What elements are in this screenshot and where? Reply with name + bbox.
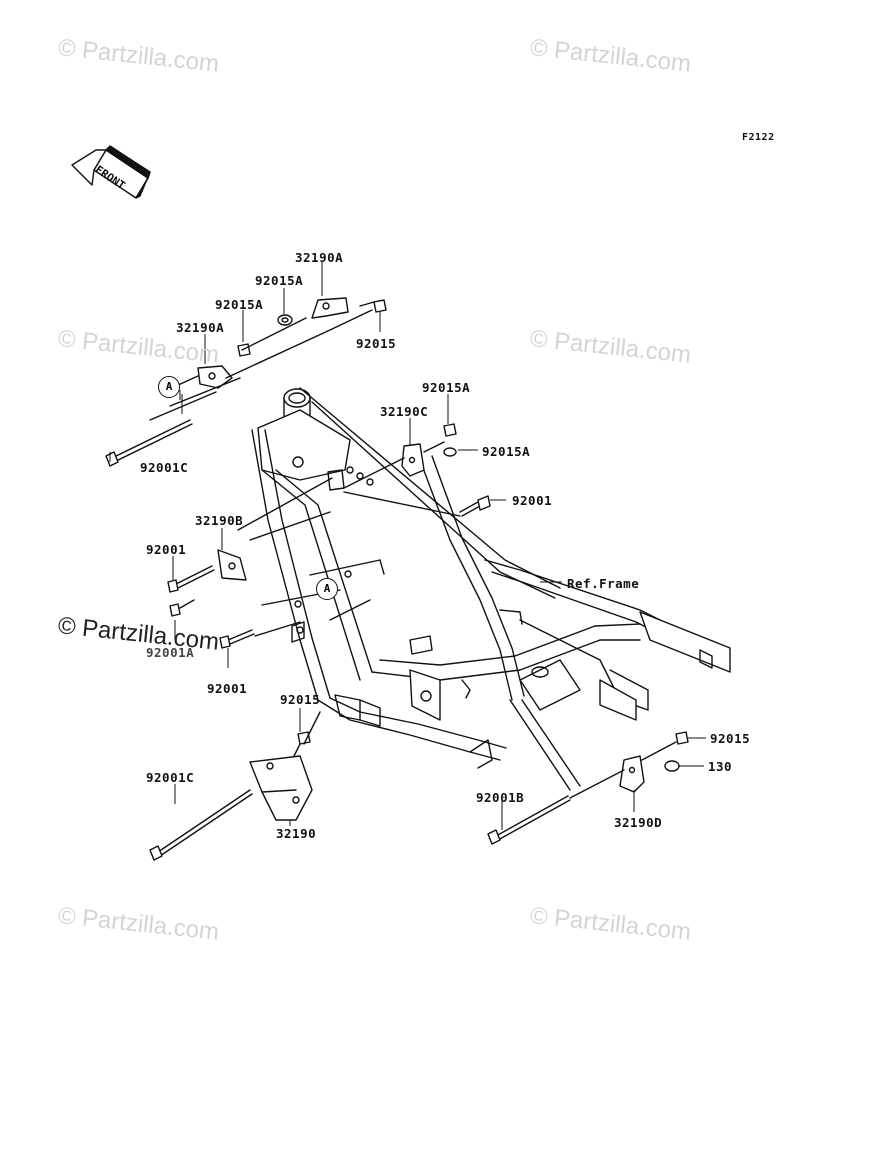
part-label: 92015A [255, 273, 304, 288]
part-label: Ref.Frame [567, 576, 640, 591]
part-label: 32190B [195, 513, 244, 528]
part-label: 92001A [146, 645, 195, 660]
part-label: 92001C [146, 770, 195, 785]
part-label: 92001 [512, 493, 553, 508]
callout-a: A [316, 578, 338, 600]
part-label: 32190C [380, 404, 429, 419]
part-label: 32190 [276, 826, 317, 841]
mid-bracket-assembly [237, 423, 491, 637]
diagram-code: F2122 [742, 132, 775, 143]
part-label: 92015 [356, 336, 397, 351]
part-label: 92015A [482, 444, 531, 459]
part-label: 92001 [146, 542, 187, 557]
top-mount-assembly [105, 297, 387, 467]
part-label: 32190D [614, 815, 663, 830]
callout-a: A [158, 376, 180, 398]
part-label: 92015A [215, 297, 264, 312]
part-label: 92001C [140, 460, 189, 475]
part-label: 92001 [207, 681, 248, 696]
lower-bracket-assembly [149, 711, 321, 861]
part-label: 32190A [295, 250, 344, 265]
part-label: 92001B [476, 790, 525, 805]
part-label: 92015 [710, 731, 751, 746]
left-bracket-assembly [167, 549, 255, 649]
part-label: 92015A [422, 380, 471, 395]
front-arrow-icon [71, 145, 151, 199]
part-label: 92015 [280, 692, 321, 707]
part-label: 32190A [176, 320, 225, 335]
right-bracket-assembly [487, 699, 689, 845]
part-label: 130 [708, 759, 733, 774]
motorcycle-frame [251, 387, 731, 769]
